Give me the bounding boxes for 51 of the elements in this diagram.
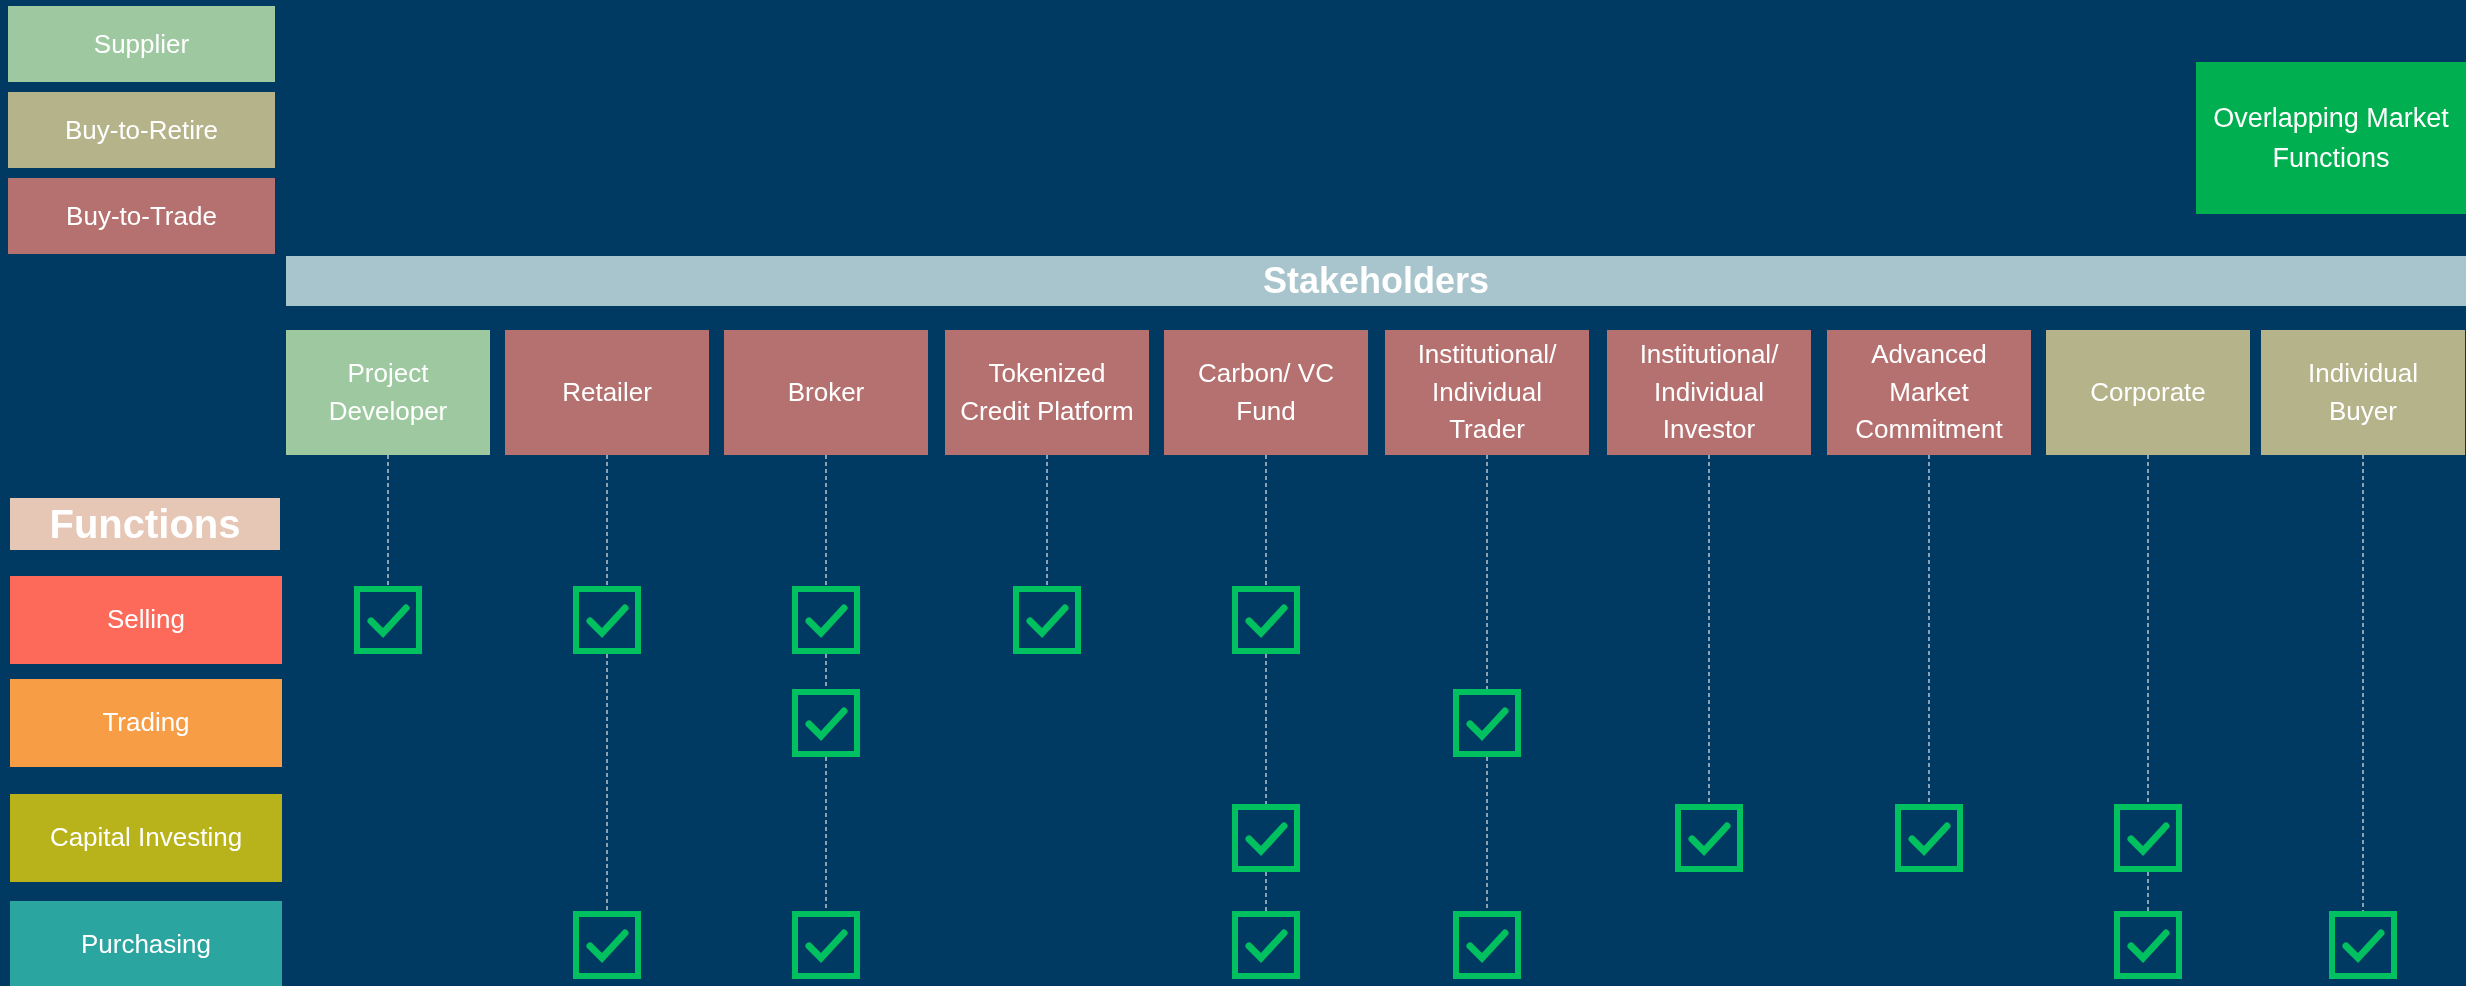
section-header-band: Stakeholders	[286, 256, 2466, 306]
stakeholder-box: Retailer	[505, 330, 709, 455]
stakeholder-box: Corporate	[2046, 330, 2250, 455]
checkmark-icon	[1895, 804, 1963, 872]
section-header-box: Functions	[10, 498, 280, 550]
stakeholder-box: Individual Buyer	[2261, 330, 2465, 455]
dashed-line	[1928, 454, 1930, 805]
checkmark-icon	[2114, 911, 2182, 979]
checkmark-icon	[1232, 586, 1300, 654]
legend-label: Supplier	[93, 27, 190, 61]
checkmark-icon	[573, 911, 641, 979]
dashed-line	[825, 454, 827, 587]
checkmark-icon	[1453, 911, 1521, 979]
stakeholder-box: Carbon/ VC Fund	[1164, 330, 1368, 455]
checkmark-icon	[2329, 911, 2397, 979]
dashed-line	[1265, 653, 1267, 805]
dashed-line	[1708, 454, 1710, 805]
dashed-line	[387, 454, 389, 587]
dashed-line	[606, 454, 608, 587]
checkmark-icon	[1453, 689, 1521, 757]
legend-label: Buy-to-Retire	[64, 113, 219, 147]
stakeholder-box: Institutional/ Individual Trader	[1385, 330, 1589, 455]
dashed-line	[2147, 454, 2149, 805]
stakeholder-box: Project Developer	[286, 330, 490, 455]
checkmark-icon	[2114, 804, 2182, 872]
stakeholder-box: Advanced Market Commitment	[1827, 330, 2031, 455]
function-box: Trading	[10, 679, 282, 767]
dashed-line	[1486, 454, 1488, 690]
dashed-line	[606, 653, 608, 912]
stakeholder-box: Broker	[724, 330, 928, 455]
function-box: Capital Investing	[10, 794, 282, 882]
checkmark-icon	[1232, 911, 1300, 979]
legend-label: Overlapping Market Functions	[2212, 101, 2450, 175]
dashed-line	[2362, 454, 2364, 912]
function-box: Purchasing	[10, 901, 282, 986]
checkmark-icon	[792, 586, 860, 654]
checkmark-icon	[573, 586, 641, 654]
dashed-line	[1046, 454, 1048, 587]
function-box: Selling	[10, 576, 282, 664]
dashed-line	[1265, 871, 1267, 912]
dashed-line	[2147, 871, 2149, 912]
checkmark-icon	[792, 911, 860, 979]
checkmark-icon	[1013, 586, 1081, 654]
checkmark-icon	[1232, 804, 1300, 872]
checkmark-icon	[354, 586, 422, 654]
stakeholder-box: Tokenized Credit Platform	[945, 330, 1149, 455]
stakeholder-box: Institutional/ Individual Investor	[1607, 330, 1811, 455]
legend-label: Buy-to-Trade	[66, 199, 217, 233]
checkmark-icon	[1675, 804, 1743, 872]
dashed-line	[1265, 454, 1267, 587]
checkmark-icon	[792, 689, 860, 757]
